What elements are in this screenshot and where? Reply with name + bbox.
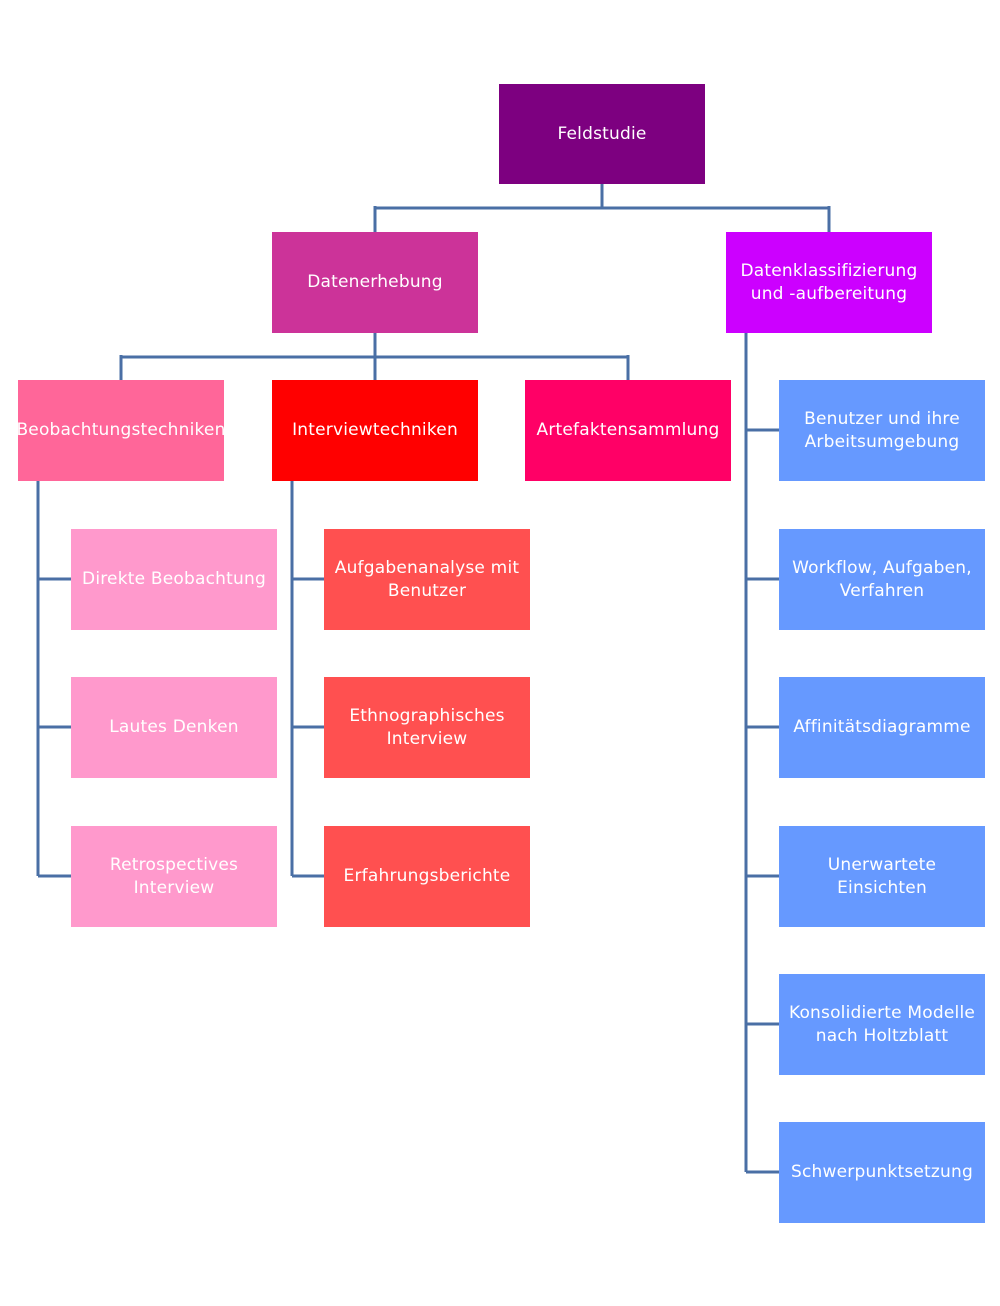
connector-observation	[36, 481, 71, 878]
node-workflow-aufgaben: Workflow, Aufgaben, Verfahren	[779, 529, 985, 630]
node-retrospectives-interview: Retrospectives Interview	[71, 826, 277, 927]
node-artefaktensammlung: Artefaktensammlung	[525, 380, 731, 481]
node-feldstudie: Feldstudie	[499, 84, 705, 184]
node-konsolidierte-modelle: Konsolidierte Modelle nach Holtzblatt	[779, 974, 985, 1075]
node-datenerhebung: Datenerhebung	[272, 232, 478, 333]
node-benutzer-arbeitsumgebung: Benutzer und ihre Arbeitsumgebung	[779, 380, 985, 481]
node-beobachtungstechniken: Beobachtungstechniken	[16, 380, 225, 481]
node-unerwartete-einsichten: Unerwartete Einsichten	[779, 826, 985, 927]
connector-datenerhebung	[119, 333, 630, 380]
node-direkte-beobachtung: Direkte Beobachtung	[71, 529, 277, 630]
connector-root	[373, 184, 831, 232]
node-schwerpunktsetzung: Schwerpunktsetzung	[779, 1122, 985, 1223]
node-erfahrungsberichte: Erfahrungsberichte	[324, 826, 530, 927]
node-lautes-denken: Lautes Denken	[71, 677, 277, 778]
node-interviewtechniken: Interviewtechniken	[272, 380, 478, 481]
node-datenklassifizierung: Datenklassifizierung und -aufbereitung	[726, 232, 932, 333]
connector-classification	[744, 333, 779, 1174]
node-ethnographisches-interview: Ethnographisches Interview	[324, 677, 530, 778]
node-aufgabenanalyse: Aufgabenanalyse mit Benutzer	[324, 529, 530, 630]
connector-interview	[290, 481, 324, 878]
node-affinitaetsdiagramme: Affinitätsdiagramme	[779, 677, 985, 778]
